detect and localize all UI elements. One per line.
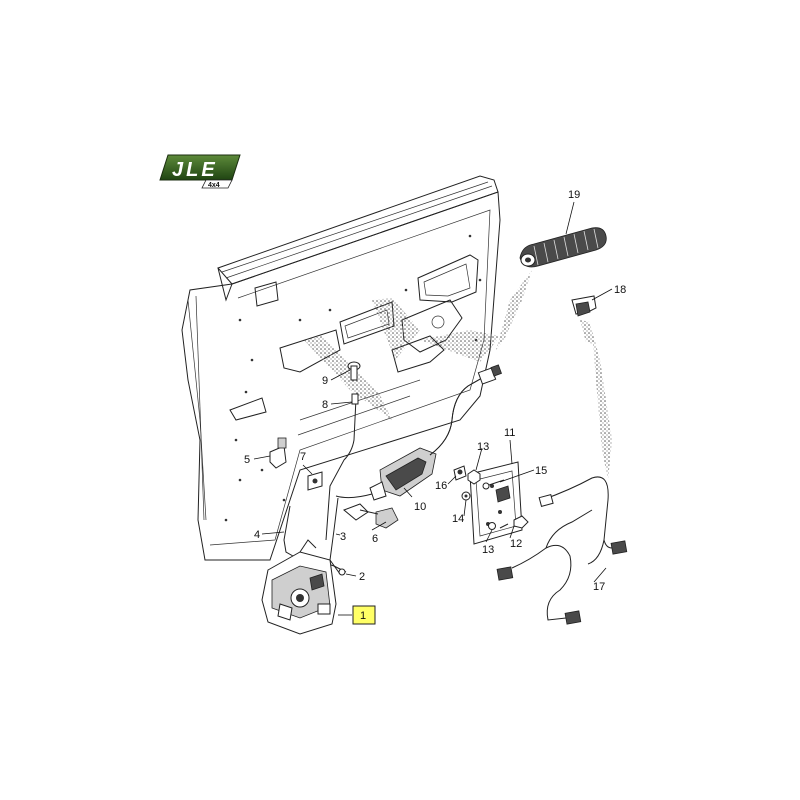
callout-13-lower: 13 <box>482 544 494 556</box>
callout-11: 11 <box>504 427 515 439</box>
callout-2: 2 <box>359 571 365 583</box>
part-7-retainer <box>307 471 323 491</box>
logo-text: JLE <box>172 159 218 181</box>
callout-14: 14 <box>452 513 464 525</box>
part-17-wiring-harness <box>496 476 628 625</box>
callout-17: 17 <box>593 581 605 593</box>
callout-8: 8 <box>322 399 328 411</box>
part-6-lever <box>343 503 399 529</box>
callout-16: 16 <box>435 480 447 492</box>
jle-logo: JLE 4x4 <box>159 154 241 189</box>
callout-7: 7 <box>300 451 306 463</box>
callout-4: 4 <box>254 529 260 541</box>
logo-subtext: 4x4 <box>208 182 220 189</box>
part-12-bolt <box>499 515 529 529</box>
part-19-rubber-gaiter <box>519 227 607 268</box>
leader-lines <box>253 201 613 616</box>
part-14-washer <box>461 491 471 501</box>
callout-13-upper: 13 <box>477 441 489 453</box>
part-1-door-lock <box>261 539 337 635</box>
location-beams <box>304 270 612 480</box>
callout-19: 19 <box>568 189 580 201</box>
part-5-clip <box>269 437 287 469</box>
part-10-locking-motor <box>335 364 502 501</box>
callout-1: 1 <box>360 610 366 622</box>
callout-3: 3 <box>340 531 346 543</box>
part-8-lock-rod <box>325 393 359 541</box>
callout-9: 9 <box>322 375 328 387</box>
part-13-nut <box>467 469 481 485</box>
part-3-release-rod <box>329 497 341 575</box>
part-15-bolt <box>482 479 505 490</box>
callout-10: 10 <box>414 501 426 513</box>
part-13-nut-lower <box>488 522 496 530</box>
part-4-handle-rod <box>283 505 301 561</box>
callout-5: 5 <box>244 454 250 466</box>
callout-labels: 1 2 3 4 5 6 7 8 9 10 11 12 13 13 14 15 1… <box>244 189 626 622</box>
part-9-sill-button <box>347 361 361 381</box>
callout-6: 6 <box>372 533 378 545</box>
door-inner-panel <box>181 175 501 561</box>
callout-12: 12 <box>510 538 522 550</box>
callout-18: 18 <box>614 284 626 296</box>
callout-15: 15 <box>535 465 547 477</box>
part-16-screw <box>453 465 467 481</box>
part-18-clip <box>571 295 597 317</box>
highlight-box-1 <box>352 605 376 625</box>
